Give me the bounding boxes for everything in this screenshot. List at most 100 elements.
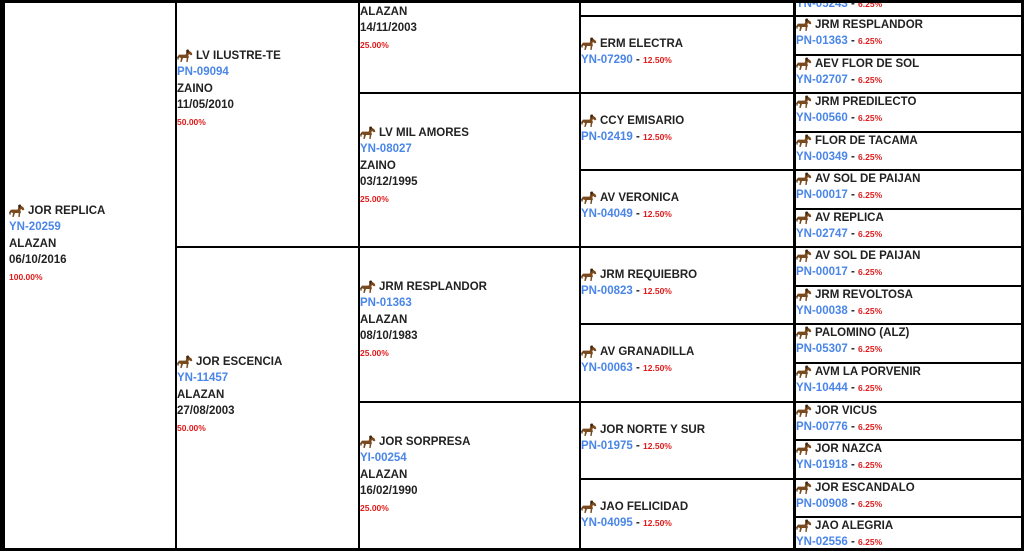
registry-row[interactable]: YN-04049 - 12.50% xyxy=(581,206,793,222)
registry-row[interactable]: PN-00823 - 12.50% xyxy=(581,283,793,299)
registry-row[interactable]: PN-00017 - 6.25% xyxy=(796,187,1021,203)
horse-entry[interactable]: PALOMINO (ALZ) PN-05307 - 6.25% xyxy=(796,325,1021,358)
horse-name-row[interactable]: JRM PREDILECTO xyxy=(796,94,1021,110)
horse-name-row[interactable]: AVM LA PORVENIR xyxy=(796,364,1021,380)
horse-name[interactable]: JAO ALEGRIA xyxy=(815,520,894,532)
horse-entry[interactable]: AV SOL DE PAIJAN PN-00017 - 6.25% xyxy=(796,171,1021,204)
registry-row[interactable]: YN-00063 - 12.50% xyxy=(581,360,793,376)
registry-row[interactable]: YN-00349 - 6.25% xyxy=(796,149,1021,165)
registry-row[interactable]: PN-01975 - 12.50% xyxy=(581,438,793,454)
registry-row[interactable]: YN-02556 - 6.25% xyxy=(796,534,1021,548)
registry-row[interactable]: YN-07290 - 12.50% xyxy=(581,52,793,68)
registry-number[interactable]: YN-08027 xyxy=(360,143,412,156)
horse-name-row[interactable]: JOR VICUS xyxy=(796,403,1021,419)
horse-name-row[interactable]: JAO ALEGRIA xyxy=(796,518,1021,534)
horse-name-row[interactable]: JRM RESPLANDOR xyxy=(360,279,579,295)
horse-name-row[interactable]: AV SOL DE PAIJAN xyxy=(796,248,1021,264)
horse-name[interactable]: JAO FELICIDAD xyxy=(600,501,689,513)
horse-entry[interactable]: FLOR DE TACAMA YN-00349 - 6.25% xyxy=(796,133,1021,166)
registry-row[interactable]: PN-01363 - 6.25% xyxy=(796,33,1021,49)
horse-name[interactable]: JOR SORPRESA xyxy=(379,436,471,448)
registry-number[interactable]: PN-00017 xyxy=(796,189,848,202)
registry-number[interactable]: YN-00560 xyxy=(796,112,848,125)
registry-number[interactable]: PN-02419 xyxy=(581,131,633,144)
registry-row[interactable]: YN-04095 - 12.50% xyxy=(581,515,793,531)
horse-name[interactable]: AEV FLOR DE SOL xyxy=(815,58,920,70)
registry-number[interactable]: PN-00823 xyxy=(581,285,633,298)
horse-name-row[interactable]: JRM REQUIEBRO xyxy=(581,267,793,283)
horse-name-row[interactable]: JRM RESPLANDOR xyxy=(796,17,1021,33)
registry-number[interactable]: PN-01975 xyxy=(581,440,633,453)
registry-row[interactable]: PN-05307 - 6.25% xyxy=(796,341,1021,357)
horse-name-row[interactable]: ERM ELECTRA xyxy=(581,36,793,52)
horse-name[interactable]: JOR REPLICA xyxy=(28,205,106,217)
registry-number[interactable]: YN-05243 xyxy=(796,3,848,10)
horse-name[interactable]: FLOR DE TACAMA xyxy=(815,135,918,147)
horse-name[interactable]: JRM PREDILECTO xyxy=(815,96,917,108)
horse-entry[interactable]: JRM RESPLANDOR PN-01363 - 6.25% xyxy=(796,17,1021,50)
horse-name-row[interactable]: LV MIL AMORES xyxy=(360,125,579,141)
horse-name-row[interactable]: LV ILUSTRE-TE xyxy=(177,48,358,64)
horse-name-row[interactable]: PALOMINO (ALZ) xyxy=(796,325,1021,341)
horse-name-row[interactable]: JOR ESCENCIA xyxy=(177,354,358,370)
horse-name-row[interactable]: JOR NAZCA xyxy=(796,441,1021,457)
registry-number[interactable]: PN-00776 xyxy=(796,421,848,434)
horse-entry[interactable]: AEV FLOR DE SOL YN-02707 - 6.25% xyxy=(796,56,1021,89)
horse-name[interactable]: LV ILUSTRE-TE xyxy=(196,50,281,62)
horse-name-row[interactable]: JOR SORPRESA xyxy=(360,434,579,450)
registry-row[interactable]: YN-02747 - 6.25% xyxy=(796,226,1021,242)
horse-entry[interactable]: JOR NORTE Y SUR PN-01975 - 12.50% xyxy=(581,422,793,455)
horse-entry[interactable]: JOR VICUS PN-00776 - 6.25% xyxy=(796,403,1021,436)
registry-row[interactable]: YN-02707 - 6.25% xyxy=(796,72,1021,88)
horse-entry[interactable]: JRM REVOLTOSA YN-00038 - 6.25% xyxy=(796,287,1021,320)
registry-row[interactable]: PN-02419 - 12.50% xyxy=(581,129,793,145)
horse-name[interactable]: PALOMINO (ALZ) xyxy=(815,327,910,339)
registry-number[interactable]: YN-20259 xyxy=(9,221,61,234)
horse-entry[interactable]: ERM ELECTRA YN-07290 - 12.50% xyxy=(581,36,793,69)
registry-row[interactable]: PN-00776 - 6.25% xyxy=(796,419,1021,435)
registry-number[interactable]: PN-00017 xyxy=(796,266,848,279)
registry-number[interactable]: YI-00254 xyxy=(360,452,407,465)
horse-name[interactable]: JOR VICUS xyxy=(815,405,877,417)
horse-name[interactable]: ERM ELECTRA xyxy=(600,38,684,50)
registry-number[interactable]: PN-00908 xyxy=(796,498,848,511)
registry-row[interactable]: YN-00038 - 6.25% xyxy=(796,303,1021,319)
registry-row[interactable]: YN-05243 - 6.25% xyxy=(796,3,882,12)
horse-name[interactable]: AV SOL DE PAIJAN xyxy=(815,173,921,185)
horse-name-row[interactable]: JOR NORTE Y SUR xyxy=(581,422,793,438)
registry-number[interactable]: YN-02747 xyxy=(796,228,848,241)
horse-name[interactable]: JRM RESPLANDOR xyxy=(815,19,923,31)
registry-number[interactable]: PN-09094 xyxy=(177,66,229,79)
registry-number[interactable]: YN-04095 xyxy=(581,517,633,530)
registry-number[interactable]: YN-10444 xyxy=(796,382,848,395)
horse-name-row[interactable]: AV SOL DE PAIJAN xyxy=(796,171,1021,187)
horse-name[interactable]: JOR ESCENCIA xyxy=(196,356,283,368)
horse-name[interactable]: JRM REVOLTOSA xyxy=(815,289,913,301)
horse-name-row[interactable]: AEV FLOR DE SOL xyxy=(796,56,1021,72)
registry-number[interactable]: YN-11457 xyxy=(177,372,229,385)
registry-number[interactable]: YN-02707 xyxy=(796,74,848,87)
horse-name[interactable]: AV GRANADILLA xyxy=(600,346,695,358)
horse-name-row[interactable]: FLOR DE TACAMA xyxy=(796,133,1021,149)
registry-row[interactable]: PN-00908 - 6.25% xyxy=(796,496,1021,512)
horse-name[interactable]: JOR NORTE Y SUR xyxy=(600,424,706,436)
registry-row[interactable]: YN-01918 - 6.25% xyxy=(796,457,1021,473)
horse-name-row[interactable]: JAO FELICIDAD xyxy=(581,499,793,515)
horse-name[interactable]: JRM RESPLANDOR xyxy=(379,281,487,293)
horse-entry[interactable]: JAO FELICIDAD YN-04095 - 12.50% xyxy=(581,499,793,532)
registry-number[interactable]: YN-00063 xyxy=(581,362,633,375)
horse-name-row[interactable]: CCY EMISARIO xyxy=(581,113,793,129)
